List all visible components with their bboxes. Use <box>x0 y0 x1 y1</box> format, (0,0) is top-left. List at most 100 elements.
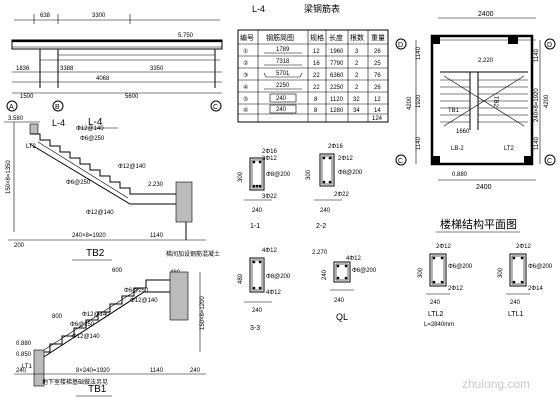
plan-dim-bottom: 2400 <box>476 184 492 191</box>
section-2-2-label: 2-2 <box>316 223 326 230</box>
section-ltl2-length: L=2840mm <box>424 322 454 328</box>
svg-text:14: 14 <box>374 108 381 114</box>
svg-text:7790: 7790 <box>330 61 344 67</box>
svg-text:2: 2 <box>355 85 359 91</box>
svg-text:240: 240 <box>252 308 263 314</box>
tb1-title: TB1 <box>88 384 107 395</box>
svg-text:4200: 4200 <box>544 94 550 108</box>
elev-5750: 5.750 <box>178 33 194 39</box>
svg-text:240: 240 <box>16 368 27 374</box>
svg-text:240×8=1920: 240×8=1920 <box>72 233 106 239</box>
svg-text:22: 22 <box>313 73 320 79</box>
th-weight: 重量 <box>371 34 385 42</box>
plan-axis-c-right: C <box>547 158 552 165</box>
tb1-rebar-1: Φ12@140 <box>130 298 158 304</box>
svg-text:1140: 1140 <box>150 233 164 239</box>
table-row: ⑤ 240 8 1120 32 12 <box>243 93 381 103</box>
svg-text:300: 300 <box>238 171 244 182</box>
svg-text:1140: 1140 <box>416 136 422 150</box>
tb2-elev: 2.230 <box>148 182 164 188</box>
tb2-lt2: LT2 <box>26 144 37 150</box>
stair-tb1: 600 480 梯间加设钢筋混凝土 800 0.880 0.850 LT1 Φ1… <box>14 250 220 397</box>
plan-1660: 1660 <box>456 129 470 135</box>
svg-text:1280: 1280 <box>330 108 344 114</box>
stair-plan: 2400 2.220 TB2 TB1 LT <box>395 11 556 233</box>
svg-text:1140: 1140 <box>534 136 540 150</box>
svg-text:1140: 1140 <box>416 46 422 60</box>
svg-text:2250: 2250 <box>276 83 290 89</box>
svg-text:②: ② <box>243 60 248 67</box>
svg-text:③: ③ <box>243 72 248 79</box>
tb2-rebar-2: Φ6@250 <box>80 136 105 142</box>
svg-text:300: 300 <box>498 267 504 278</box>
dim-1836: 1836 <box>16 66 30 72</box>
svg-text:3Φ22: 3Φ22 <box>262 194 277 200</box>
axis-a-label: A <box>9 104 14 111</box>
tb2-rebar-5: Φ12@140 <box>86 210 114 216</box>
dim-3388: 3388 <box>60 66 74 72</box>
section-ltl2: 2Φ12 Φ6@200 300 2Φ12 240 LTL2 L=2840mm <box>418 244 473 328</box>
svg-text:2Φ22: 2Φ22 <box>334 192 349 198</box>
svg-text:Φ6@200: Φ6@200 <box>448 264 473 270</box>
stair-tb2: 3.580 L-4 LT2 150×8=1350 Φ12@140 Φ6@250 … <box>4 116 206 261</box>
watermark: zhulong.com <box>462 377 530 391</box>
section-3-3: 4Φ12 480 Φ8@200 4Φ12 240 3-3 <box>238 248 291 332</box>
svg-text:240: 240 <box>320 208 331 214</box>
svg-text:2.270: 2.270 <box>312 250 328 256</box>
tb2-rebar-4: Φ6@250 <box>66 180 91 186</box>
tb1-lt1: LT1 <box>22 364 33 370</box>
dim-638: 638 <box>40 13 51 19</box>
tb2-elev-3580: 3.580 <box>8 116 24 122</box>
beam-l4-title: L-4 <box>88 117 103 128</box>
tb1-dim-800: 800 <box>52 314 63 320</box>
plan-mid-label: LB-2 <box>451 146 464 152</box>
table-row: ③ 5701 22 6360 2 76 <box>243 71 381 79</box>
plan-tb2: TB2 <box>492 96 498 108</box>
svg-text:4Φ12: 4Φ12 <box>346 256 361 262</box>
svg-text:2: 2 <box>355 61 359 67</box>
svg-text:1120: 1120 <box>330 97 344 103</box>
svg-text:8×240=1920: 8×240=1920 <box>76 368 110 374</box>
svg-text:2250: 2250 <box>330 85 344 91</box>
section-1-1-label: 1-1 <box>250 223 260 230</box>
tb2-rebar-3: Φ12@140 <box>118 164 146 170</box>
section-1-1: 2Φ16 3Φ12 300 Φ8@200 3Φ22 240 1-1 <box>238 149 291 230</box>
svg-text:32: 32 <box>353 97 360 103</box>
axis-c-marker <box>210 100 222 112</box>
svg-text:240: 240 <box>430 300 441 306</box>
svg-text:1920: 1920 <box>416 94 422 108</box>
svg-text:Φ6@200: Φ6@200 <box>528 264 553 270</box>
tb1-right-dim: 150×8=1200 <box>200 296 206 330</box>
dim-3300: 3300 <box>92 13 106 19</box>
tb1-note: 梯间加设钢筋混凝土 <box>166 250 220 258</box>
svg-text:12: 12 <box>374 97 381 103</box>
svg-text:240: 240 <box>276 96 287 102</box>
svg-text:1789: 1789 <box>276 47 290 53</box>
tb1-elev-0880: 0.880 <box>16 341 32 347</box>
plan-dim-top: 2400 <box>478 11 494 18</box>
svg-text:8: 8 <box>314 108 318 114</box>
svg-text:⑥: ⑥ <box>243 107 248 114</box>
th-shape: 钢筋简图 <box>266 33 294 42</box>
svg-text:3: 3 <box>355 49 359 55</box>
plan-axis-c-left: C <box>398 158 403 165</box>
svg-text:300: 300 <box>418 267 424 278</box>
svg-text:2: 2 <box>355 73 359 79</box>
svg-text:2Φ12: 2Φ12 <box>448 286 463 292</box>
table-row: ④ 2250 22 2250 2 26 <box>243 83 381 91</box>
svg-text:Φ8@200: Φ8@200 <box>338 170 363 176</box>
section-2-2: 2Φ16 2Φ12 300 Φ8@200 2Φ22 240 2-2 <box>306 144 363 230</box>
tb2-label-l4: L-4 <box>52 118 65 128</box>
section-ql: 2.270 4Φ12 Φ6@200 240 240 QL <box>312 250 377 322</box>
svg-text:12: 12 <box>313 49 320 55</box>
plan-title: 楼梯结构平面图 <box>440 217 517 231</box>
tb1-rebar-3: Φ6@250 <box>70 322 95 328</box>
dim-1500: 1500 <box>20 94 34 100</box>
svg-text:5701: 5701 <box>276 71 290 77</box>
svg-text:8: 8 <box>314 97 318 103</box>
beam-l4-elevation: 638 3300 5.750 1836 3388 3350 4068 1500 … <box>6 13 223 129</box>
svg-text:240: 240 <box>276 107 287 113</box>
section-ltl1-label: LTL1 <box>508 311 524 318</box>
svg-text:Φ8@200: Φ8@200 <box>266 274 291 280</box>
svg-text:7318: 7318 <box>276 59 290 65</box>
